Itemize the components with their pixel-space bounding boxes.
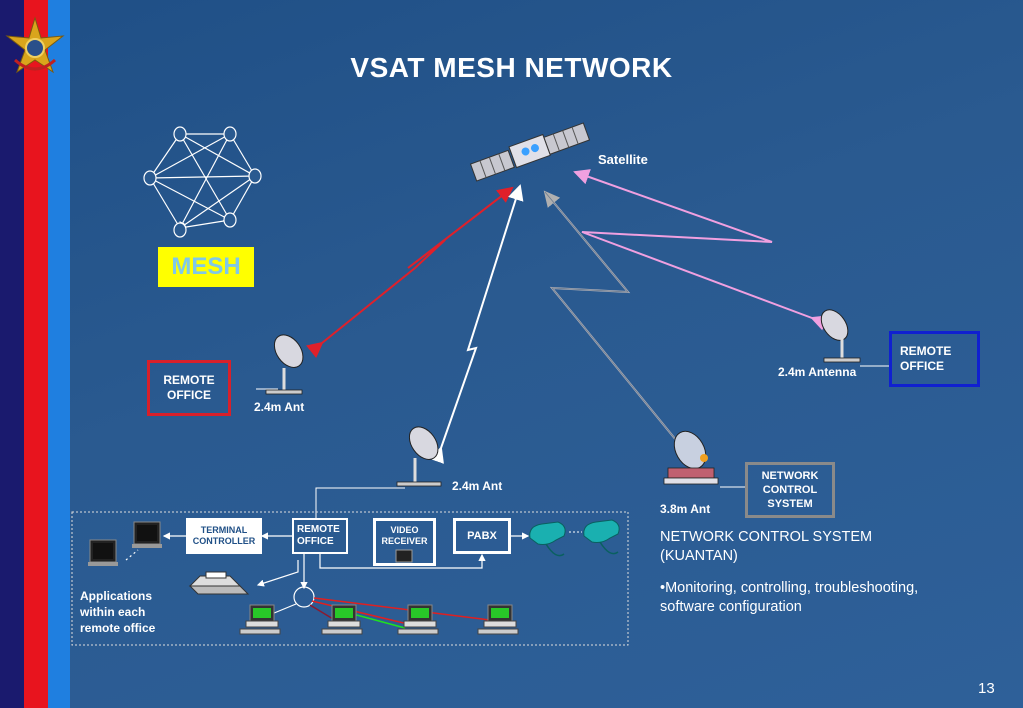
printer-icon	[188, 571, 250, 595]
center-antenna-label: 2.4m Ant	[452, 479, 503, 493]
monitor-icon	[132, 521, 162, 548]
page-title: VSAT MESH NETWORK	[350, 52, 673, 83]
pink-link	[573, 169, 828, 331]
mesh-graph	[143, 126, 262, 238]
applications-label: Applications within each remote office	[80, 589, 156, 635]
pabx-box: PABX	[453, 518, 511, 554]
pc-icon	[477, 604, 519, 635]
dish-left-icon	[265, 334, 304, 395]
dish-center-icon	[396, 426, 442, 487]
satellite-icon	[469, 122, 591, 182]
left-antenna-label: 2.4m Ant	[254, 400, 305, 414]
page-number: 13	[978, 680, 995, 697]
ncs-box: NETWORK CONTROL SYSTEM	[745, 462, 835, 518]
right-remote-office-box: REMOTE OFFICE	[889, 331, 980, 387]
ncs-heading: NETWORK CONTROL SYSTEM (KUANTAN)	[660, 529, 873, 564]
red-link	[306, 186, 514, 359]
satellite-label: Satellite	[598, 152, 648, 167]
ncs-antenna-label: 3.8m Ant	[660, 502, 711, 516]
grey-link	[543, 190, 692, 456]
tv-icon	[395, 549, 413, 563]
white-link	[428, 184, 524, 464]
video-receiver-box: VIDEO RECEIVER	[373, 518, 436, 566]
left-remote-office-box: REMOTE OFFICE	[147, 360, 231, 416]
stripe-blue	[48, 0, 70, 708]
stripe-navy	[0, 0, 24, 708]
dish-right-icon	[820, 309, 861, 363]
monitor-icon	[88, 539, 118, 566]
stripe-red	[24, 0, 48, 708]
lan-remote-office-box: REMOTE OFFICE	[292, 518, 348, 554]
telephone-icon	[583, 519, 620, 555]
dish-ncs-icon	[663, 430, 719, 485]
telephone-icon	[529, 521, 566, 557]
mesh-label: MESH	[158, 247, 254, 287]
right-antenna-label: 2.4m Antenna	[778, 365, 857, 379]
terminal-controller-box: TERMINAL CONTROLLER	[186, 518, 262, 554]
ncs-bullet: •Monitoring, controlling, troubleshootin…	[660, 580, 919, 615]
pc-icon	[397, 604, 439, 635]
pc-icon	[321, 604, 363, 635]
pc-icon	[239, 604, 281, 635]
